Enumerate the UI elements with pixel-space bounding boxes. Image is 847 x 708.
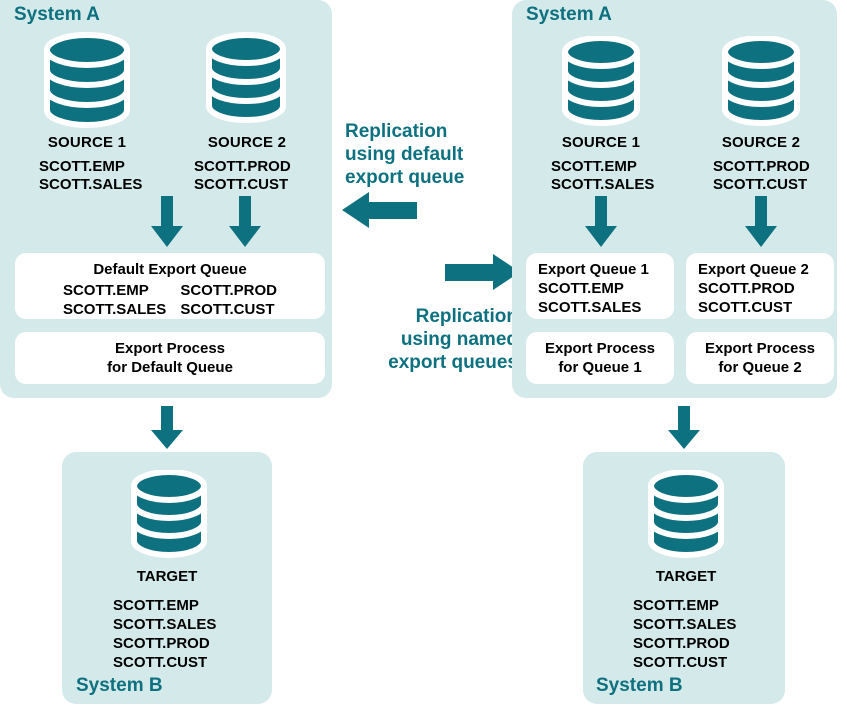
right-export-queue-1-box: Export Queue 1 SCOTT.EMP SCOTT.SALES xyxy=(526,253,674,319)
right-system-a-label: System A xyxy=(526,4,612,25)
left-source-2-down-arrow xyxy=(228,196,262,248)
left-queue-col-1: SCOTT.EMP SCOTT.SALES xyxy=(62,282,167,318)
right-target-name: TARGET xyxy=(655,568,717,585)
right-export-process-2-box: Export Process for Queue 2 xyxy=(686,332,834,384)
left-target-tables: SCOTT.EMP SCOTT.SALES SCOTT.PROD SCOTT.C… xyxy=(113,597,217,671)
database-cylinder-icon xyxy=(722,36,800,126)
left-system-a-label: System A xyxy=(14,4,100,25)
right-source-1-down-arrow xyxy=(584,196,618,248)
right-target-tables: SCOTT.EMP SCOTT.SALES SCOTT.PROD SCOTT.C… xyxy=(633,597,737,671)
left-source-1-name: SOURCE 1 xyxy=(47,134,127,151)
right-queue-2-title: Export Queue 2 xyxy=(698,261,809,278)
right-to-system-b-arrow xyxy=(667,406,701,450)
replication-default-queue-label: Replication using default export queue xyxy=(345,121,465,188)
right-queue-1-title: Export Queue 1 xyxy=(538,261,649,278)
database-cylinder-icon xyxy=(131,470,207,558)
right-process-2-line-1: Export Process xyxy=(704,340,816,357)
right-process-1-line-2: for Queue 1 xyxy=(558,359,642,376)
left-source-1-down-arrow xyxy=(150,196,184,248)
right-source-2-down-arrow xyxy=(744,196,778,248)
left-target-name: TARGET xyxy=(136,568,198,585)
right-process-1-line-1: Export Process xyxy=(544,340,656,357)
replication-named-right-arrow xyxy=(444,252,520,297)
right-source-1-tables: SCOTT.EMP SCOTT.SALES xyxy=(551,158,655,193)
left-source-2-name: SOURCE 2 xyxy=(207,134,287,151)
database-cylinder-icon xyxy=(44,32,130,128)
left-process-line-2: for Default Queue xyxy=(107,359,233,376)
replication-named-queues-label: Replication using named export queues xyxy=(388,306,518,373)
right-system-b-label: System B xyxy=(596,675,683,696)
database-cylinder-icon xyxy=(562,36,640,126)
right-queue-2-tables: SCOTT.PROD SCOTT.CUST xyxy=(698,280,795,316)
left-queue-col-2: SCOTT.PROD SCOTT.CUST xyxy=(180,282,278,318)
left-process-line-1: Export Process xyxy=(114,340,226,357)
left-source-1-tables: SCOTT.EMP SCOTT.SALES xyxy=(39,158,143,193)
right-source-2-name: SOURCE 2 xyxy=(721,134,801,151)
left-to-system-b-arrow xyxy=(150,406,184,450)
left-source-2-tables: SCOTT.PROD SCOTT.CUST xyxy=(194,158,291,193)
right-export-queue-2-box: Export Queue 2 SCOTT.PROD SCOTT.CUST xyxy=(686,253,834,319)
right-source-2-tables: SCOTT.PROD SCOTT.CUST xyxy=(713,158,810,193)
left-queue-tables: SCOTT.EMP SCOTT.SALES SCOTT.PROD SCOTT.C… xyxy=(15,279,325,319)
left-system-b-label: System B xyxy=(76,675,163,696)
left-queue-title: Default Export Queue xyxy=(93,261,247,278)
database-cylinder-icon xyxy=(206,32,286,124)
left-default-export-queue-box: Default Export Queue SCOTT.EMP SCOTT.SAL… xyxy=(15,253,325,319)
right-process-2-line-2: for Queue 2 xyxy=(718,359,802,376)
right-export-process-1-box: Export Process for Queue 1 xyxy=(526,332,674,384)
right-source-1-name: SOURCE 1 xyxy=(561,134,641,151)
left-export-process-box: Export Process for Default Queue xyxy=(15,332,325,384)
database-cylinder-icon xyxy=(648,470,724,558)
right-queue-1-tables: SCOTT.EMP SCOTT.SALES xyxy=(538,280,642,316)
replication-default-left-arrow xyxy=(342,190,418,235)
